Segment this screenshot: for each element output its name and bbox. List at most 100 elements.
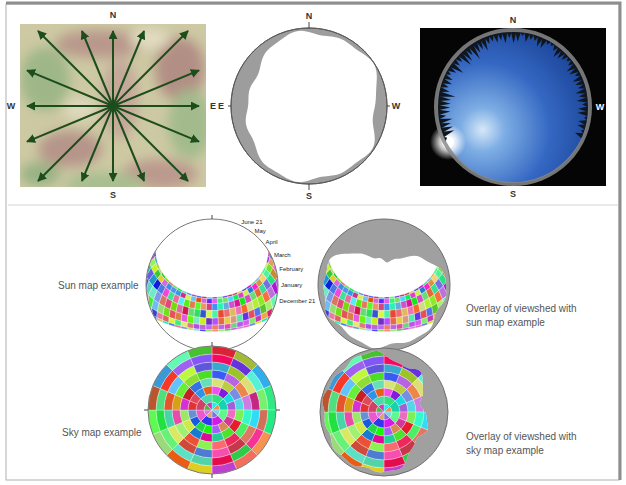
sky-sector	[412, 378, 428, 397]
sky-sector	[428, 412, 440, 433]
compass-label: N	[306, 12, 313, 21]
sun-sector	[440, 257, 446, 267]
sun-map	[146, 215, 278, 351]
sky-sector	[320, 412, 332, 436]
sun-sector	[389, 298, 395, 303]
compass-label: S	[306, 192, 312, 201]
sun-sector	[372, 329, 378, 331]
sun-sector	[255, 320, 261, 324]
sky-sector	[167, 450, 191, 470]
sun-sector	[218, 324, 224, 329]
sun-sector	[409, 326, 415, 329]
sky-sector	[421, 394, 432, 412]
sky-sector	[421, 412, 432, 430]
caption: Sun map example	[58, 279, 139, 293]
compass-label: W	[392, 102, 401, 111]
sun-sector	[421, 323, 427, 327]
sun-sector	[224, 309, 231, 318]
month-label: March	[274, 252, 291, 258]
sun-sector	[228, 301, 235, 309]
sun-sector	[395, 302, 401, 310]
month-label: December 21	[279, 298, 315, 304]
sky-sector	[424, 367, 444, 391]
sky-sector	[153, 365, 173, 389]
sun-sector	[206, 330, 212, 332]
sun-sector	[378, 303, 384, 310]
month-label: June 21	[241, 219, 262, 225]
sun-sector	[341, 323, 347, 327]
sun-sector	[390, 317, 396, 324]
tree-silhouette	[577, 97, 589, 103]
sun-sector	[335, 320, 341, 324]
sun-sector	[401, 308, 408, 317]
sky-sector	[188, 346, 212, 358]
compass-label: E	[210, 102, 216, 111]
sun-sector	[323, 299, 330, 311]
direction-arrow	[27, 106, 113, 142]
sky-sector	[339, 452, 363, 472]
compass-label: N	[510, 16, 517, 25]
month-label: April	[266, 239, 278, 245]
direction-arrow	[113, 31, 188, 106]
sky-sector	[148, 410, 160, 434]
sun-sector	[212, 310, 218, 318]
direction-arrow	[113, 106, 188, 181]
sun-sector	[217, 298, 223, 303]
direction-arrow	[38, 106, 113, 181]
sky-sector	[233, 450, 257, 470]
sun-sector	[163, 320, 169, 324]
sky-sector	[436, 412, 448, 436]
month-label: May	[254, 228, 265, 234]
sun-sector	[212, 325, 218, 330]
sun-sector	[218, 329, 224, 331]
sun-sector	[396, 324, 402, 330]
sun-sector	[206, 303, 212, 310]
direction-arrow	[112, 31, 114, 106]
fisheye-photo	[420, 28, 606, 186]
sun-sector	[218, 310, 224, 318]
frame-shadow	[6, 3, 620, 480]
sun-sector	[224, 324, 230, 330]
sun-map-overlay	[318, 219, 450, 351]
sun-sector	[175, 325, 181, 328]
sun-sector	[372, 303, 378, 310]
sun-sector	[237, 326, 243, 329]
tree-silhouette	[502, 31, 508, 43]
sun-sector	[193, 329, 199, 331]
sky-sector	[153, 431, 173, 455]
sun-sector	[326, 256, 329, 263]
sky-sector	[428, 391, 440, 412]
sun-sector	[224, 317, 230, 325]
sun-sector	[433, 311, 439, 320]
sky-sector	[405, 353, 429, 373]
sun-sector	[390, 310, 396, 318]
sky-sector	[252, 431, 272, 455]
direction-arrow	[112, 106, 114, 181]
tree-silhouette	[438, 119, 453, 125]
frame	[6, 4, 619, 480]
viewshed-diagram	[228, 22, 390, 190]
caption: Overlay of viewshed with sky map example	[466, 430, 581, 458]
sky-sector	[402, 446, 423, 464]
compass-label: E	[218, 102, 224, 111]
sun-sector	[379, 299, 384, 304]
sun-sector	[396, 317, 402, 325]
sky-sector	[360, 464, 384, 476]
compass-label: W	[596, 103, 605, 112]
sun-sector	[400, 301, 407, 309]
sun-sector	[212, 303, 218, 310]
month-label: January	[281, 282, 302, 288]
sun-sector	[200, 310, 206, 318]
sky-sector	[360, 348, 384, 360]
sun-sector	[372, 324, 378, 329]
sky-sector	[188, 462, 212, 474]
sky-sector	[436, 388, 448, 412]
sun-sector	[318, 281, 325, 295]
sun-sector	[389, 303, 395, 310]
sun-sector	[366, 309, 373, 318]
sun-sector	[437, 299, 444, 311]
sky-map	[144, 342, 280, 478]
sky-sector	[384, 348, 408, 360]
sun-sector	[378, 330, 384, 332]
